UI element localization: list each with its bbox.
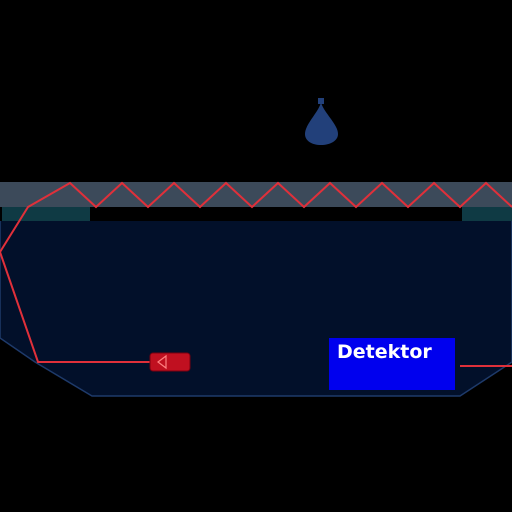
fiber-end-left bbox=[2, 207, 90, 221]
water-drop-icon bbox=[305, 98, 338, 145]
laser-emitter-icon[interactable] bbox=[149, 352, 191, 372]
detector-label: Detektor bbox=[337, 341, 432, 363]
fiber-end-right bbox=[462, 207, 512, 221]
laser-beam-reflections bbox=[0, 181, 512, 363]
detector-box bbox=[329, 338, 455, 390]
fiber-core bbox=[0, 207, 512, 221]
